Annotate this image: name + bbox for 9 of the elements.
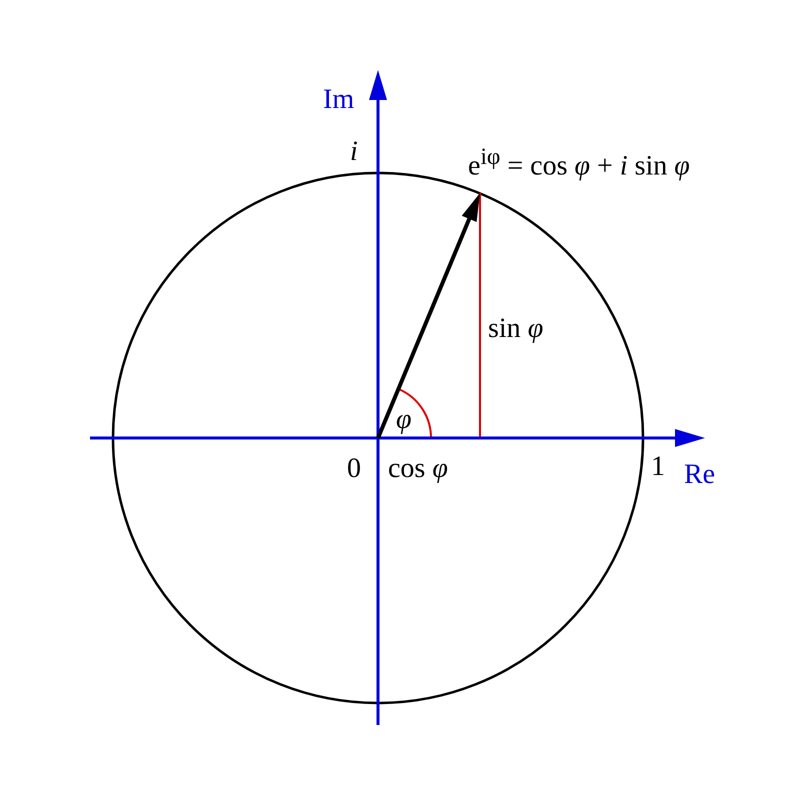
axis-label: Im bbox=[323, 86, 354, 114]
sine-label: sin φ bbox=[488, 315, 544, 343]
angle-label: φ bbox=[396, 406, 412, 434]
formula-label: e$^{iφ}$ = cos φ + i sin φ bbox=[468, 146, 690, 180]
tick-label: 0 bbox=[347, 455, 361, 483]
cosine-label: cos φ bbox=[388, 455, 448, 483]
tick-label: 1 bbox=[651, 453, 665, 481]
tick-label: i bbox=[350, 138, 358, 166]
axis-label: Re bbox=[684, 461, 716, 489]
